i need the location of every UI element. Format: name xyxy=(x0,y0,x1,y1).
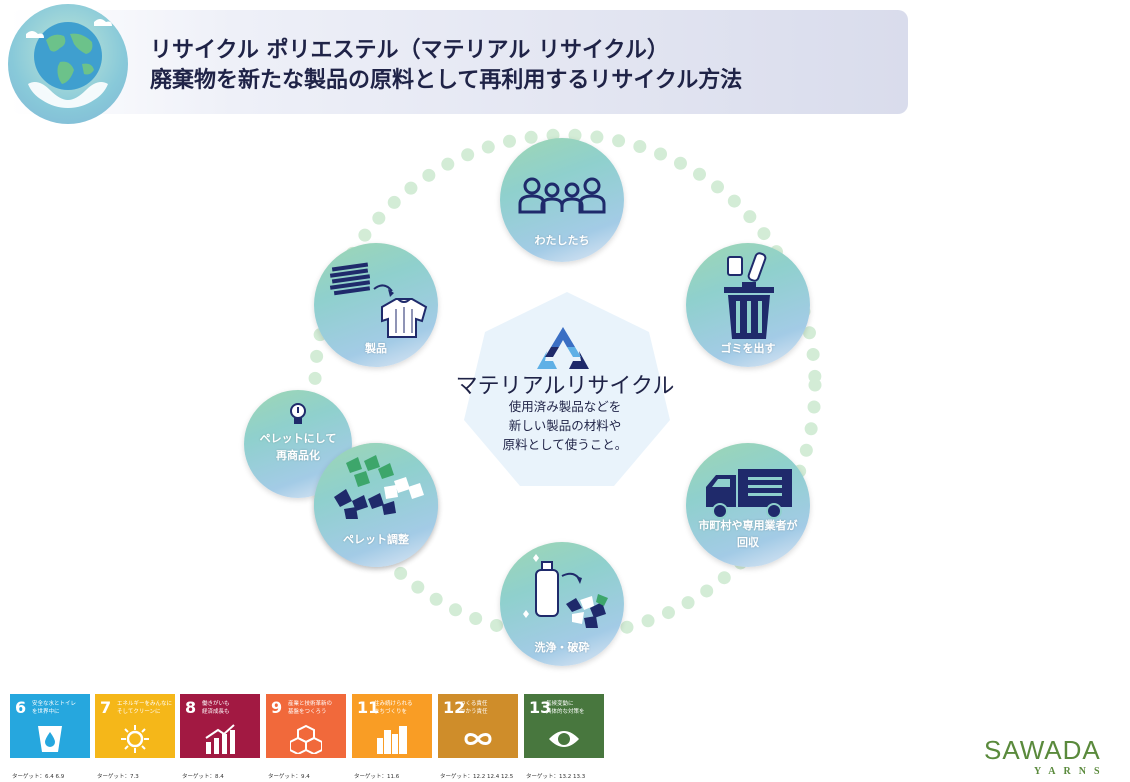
truck-icon xyxy=(704,467,794,521)
node-pellet-chosei-overlay: ペレット調整 xyxy=(314,443,438,567)
node-label: 製品 xyxy=(314,340,438,357)
sweater-icon xyxy=(326,259,430,339)
sdg-badge-6: 6 安全な水とトイレ を世界中に xyxy=(10,694,90,758)
center-title: マテリアルリサイクル xyxy=(448,368,682,400)
node-label: 市町村や専用業者が 回収 xyxy=(686,517,810,551)
sdg-badge-8: 8 働きがいも 経済成長も xyxy=(180,694,260,758)
sun-power-icon xyxy=(119,724,151,754)
yarns-logo-sub: YARNS xyxy=(1034,766,1108,777)
sdg-text: 産業と技術革新の 基盤をつくろう xyxy=(288,700,332,716)
growth-chart-icon xyxy=(204,724,236,754)
node-senjo: 洗浄・破砕 xyxy=(500,542,624,666)
sdg-target-9: ターゲット：9.4 xyxy=(268,772,310,780)
eye-globe-icon xyxy=(548,724,580,754)
sdg-text: つくる責任 つかう責任 xyxy=(460,700,488,716)
sdg-target-12: ターゲット：12.2 12.4 12.5 xyxy=(440,772,513,780)
recycle-icon xyxy=(535,325,591,373)
node-label: わたしたち xyxy=(500,232,624,249)
sdg-number: 9 xyxy=(271,698,282,717)
sdg-target-13: ターゲット：13.2 13.3 xyxy=(526,772,585,780)
bottle-crush-icon xyxy=(522,550,614,634)
sdg-number: 7 xyxy=(100,698,111,717)
sawada-logo: SAWADA xyxy=(984,735,1101,766)
sdg-badge-12: 12 つくる責任 つかう責任 xyxy=(438,694,518,758)
pellets-icon xyxy=(324,453,430,527)
sdg-badge-13: 13 気候変動に 具体的な対策を xyxy=(524,694,604,758)
sdg-number: 6 xyxy=(15,698,26,717)
city-buildings-icon xyxy=(376,724,408,754)
node-label: ゴミを出す xyxy=(686,340,810,357)
water-drop-icon xyxy=(34,724,66,754)
infinity-icon xyxy=(462,724,494,754)
sdg-badge-9: 9 産業と技術革新の 基盤をつくろう xyxy=(266,694,346,758)
sdg-text: 安全な水とトイレ を世界中に xyxy=(32,700,76,716)
node-seihin: 製品 xyxy=(314,243,438,367)
lightbulb-icon xyxy=(288,402,308,428)
sdg-number: 8 xyxy=(185,698,196,717)
sdg-target-7: ターゲット：7.3 xyxy=(97,772,139,780)
node-label: 洗浄・破砕 xyxy=(500,639,624,656)
node-watashitachi: わたしたち xyxy=(500,138,624,262)
sdg-text: 住み続けられる まちづくりを xyxy=(374,700,413,716)
people-icon xyxy=(516,176,608,216)
sdg-target-6: ターゲット：6.4 6.9 xyxy=(12,772,64,780)
node-kaishu: 市町村や専用業者が 回収 xyxy=(686,443,810,567)
node-label: ペレット調整 xyxy=(314,531,438,548)
sdg-target-11: ターゲット：11.6 xyxy=(354,772,399,780)
sdg-target-8: ターゲット：8.4 xyxy=(182,772,224,780)
center-description: 使用済み製品などを 新しい製品の材料や 原料として使うこと。 xyxy=(462,397,668,454)
sdg-text: 気候変動に 具体的な対策を xyxy=(546,700,585,716)
sdg-badge-7: 7 エネルギーをみんなに そしてクリーンに xyxy=(95,694,175,758)
sdg-badge-11: 11 住み続けられる まちづくりを xyxy=(352,694,432,758)
node-gomi: ゴミを出す xyxy=(686,243,810,367)
cubes-icon xyxy=(290,724,322,754)
sdg-text: 働きがいも 経済成長も xyxy=(202,700,230,716)
trash-can-icon xyxy=(722,249,776,341)
sdg-text: エネルギーをみんなに そしてクリーンに xyxy=(117,700,172,716)
